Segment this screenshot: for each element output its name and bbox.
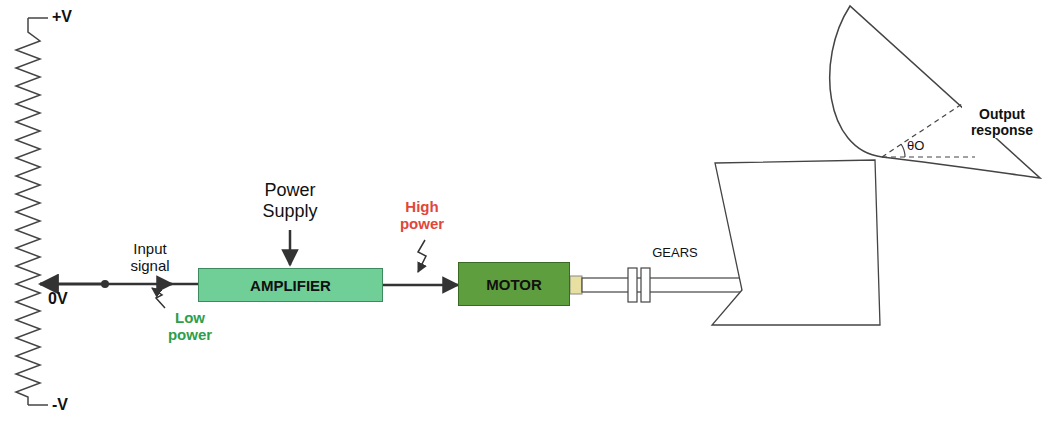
potentiometer-symbol (16, 18, 48, 405)
text-label: -V (52, 396, 92, 414)
shaft (582, 278, 742, 292)
process-box: MOTOR (458, 262, 570, 306)
text-label: Output response (962, 106, 1042, 138)
text-label: Input signal (115, 240, 185, 275)
signal-arrow (383, 284, 458, 287)
antenna-pedestal (712, 160, 880, 325)
text-label: High power (392, 198, 452, 233)
power-arrow (289, 230, 292, 265)
pointer-squiggle (418, 240, 426, 272)
angle-reference (882, 104, 962, 157)
input-wire (168, 283, 198, 286)
angle-arc (901, 144, 905, 157)
gear (641, 268, 650, 302)
box-label: MOTOR (486, 276, 542, 293)
wiper-arrow (40, 283, 105, 286)
text-label: Power Supply (245, 180, 335, 221)
text-label: 0V (48, 290, 88, 308)
angle-reference (882, 156, 975, 157)
pointer-squiggle (152, 288, 165, 308)
input-wire (105, 283, 172, 286)
gear (628, 268, 637, 302)
box-label: AMPLIFIER (250, 277, 331, 294)
antenna-dish (830, 6, 1040, 178)
process-box: AMPLIFIER (198, 268, 383, 302)
text-label: +V (52, 8, 92, 26)
motor-hub (570, 276, 582, 294)
text-label: θO (907, 139, 937, 154)
text-label: Low power (160, 309, 220, 344)
text-label: GEARS (645, 246, 705, 261)
